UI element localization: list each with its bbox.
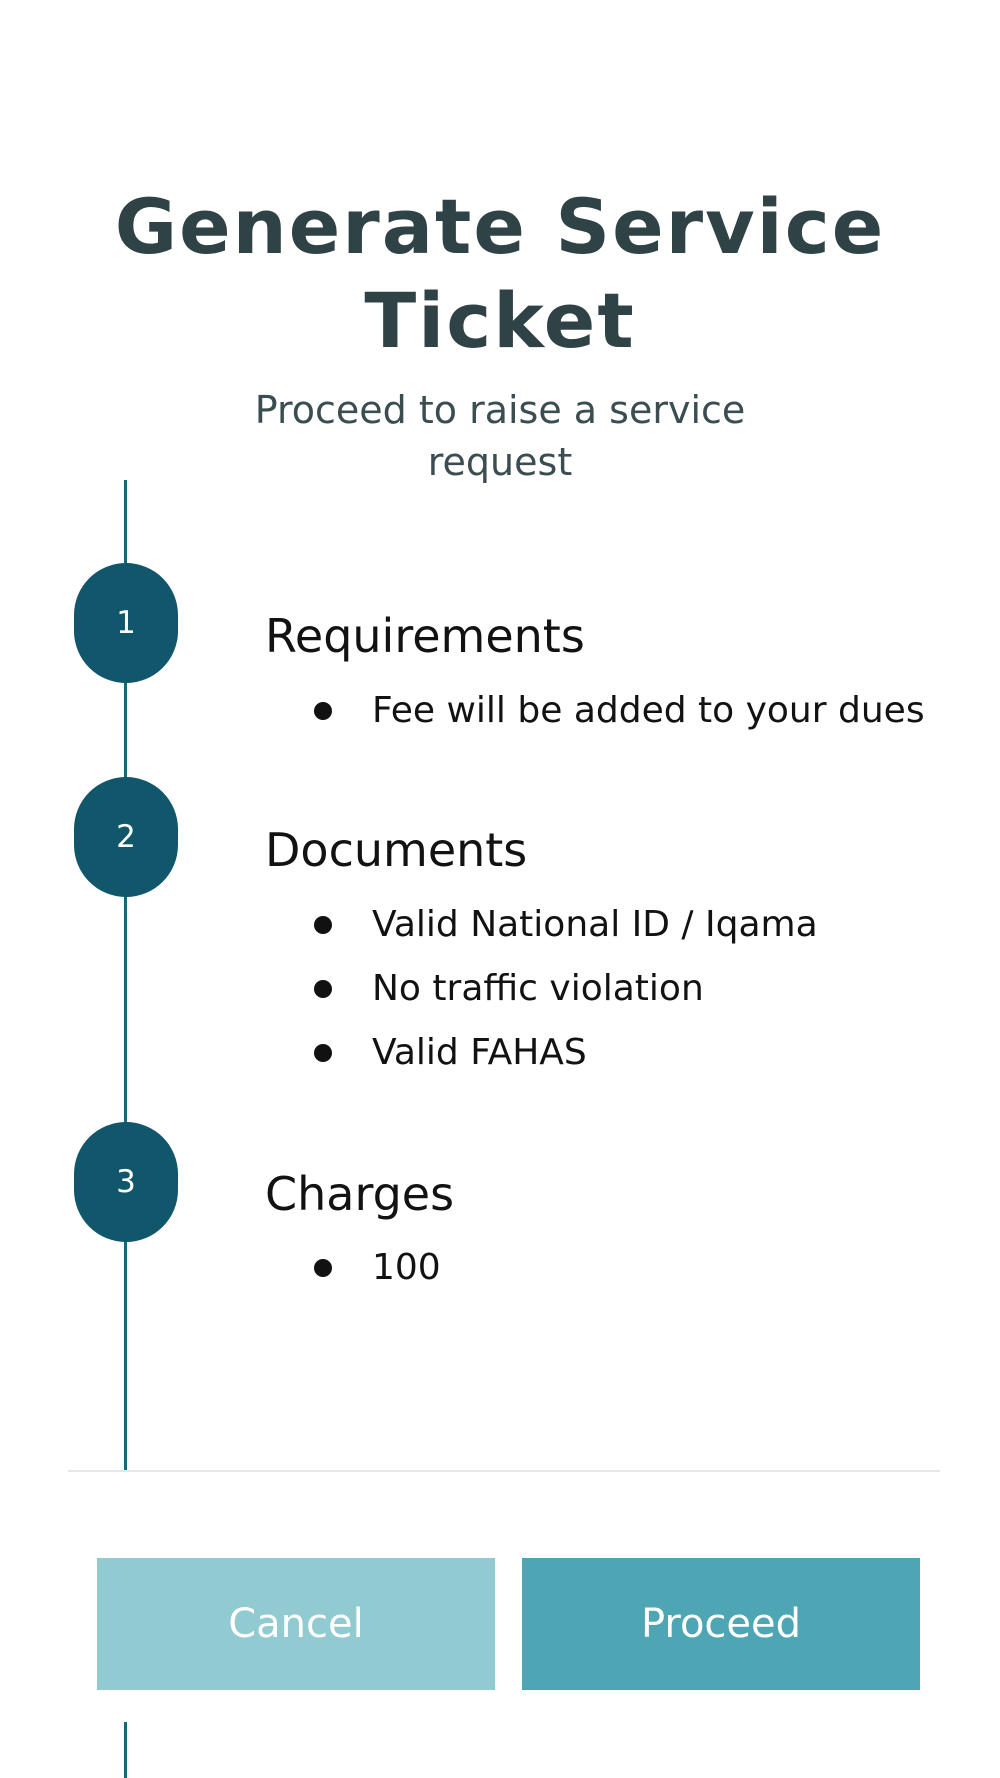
page-subtitle-line-2: request — [427, 440, 573, 484]
page-subtitle: Proceed to raise a service request — [0, 384, 1000, 488]
list-item-text: No traffic violation — [372, 968, 704, 1009]
step-heading-documents: Documents — [265, 823, 528, 877]
step-heading-requirements: Requirements — [265, 609, 585, 663]
step-number-badge-2: 2 — [74, 777, 178, 897]
page-title: Generate Service Ticket — [0, 180, 1000, 368]
step-number-badge-1: 1 — [74, 563, 178, 683]
bullet-dot-icon — [314, 980, 332, 998]
list-item-text: Valid FAHAS — [372, 1032, 587, 1073]
page-subtitle-line-1: Proceed to raise a service — [254, 388, 746, 432]
cancel-button[interactable]: Cancel — [97, 1558, 495, 1690]
timeline-connector-tail — [124, 1722, 127, 1778]
page-title-line-1: Generate Service — [114, 182, 886, 271]
timeline-connector — [124, 480, 127, 1470]
step-number-badge-3: 3 — [74, 1122, 178, 1242]
footer-divider — [68, 1470, 940, 1472]
bullet-dot-icon — [314, 702, 332, 720]
bullet-dot-icon — [314, 1044, 332, 1062]
bullet-dot-icon — [314, 916, 332, 934]
step-heading-charges: Charges — [265, 1167, 455, 1221]
page-title-line-2: Ticket — [364, 276, 636, 365]
bullet-dot-icon — [314, 1259, 332, 1277]
list-item-text: Valid National ID / Iqama — [372, 904, 818, 945]
list-item-text: 100 — [372, 1247, 441, 1288]
list-item-text: Fee will be added to your dues — [372, 690, 925, 731]
proceed-button[interactable]: Proceed — [522, 1558, 920, 1690]
